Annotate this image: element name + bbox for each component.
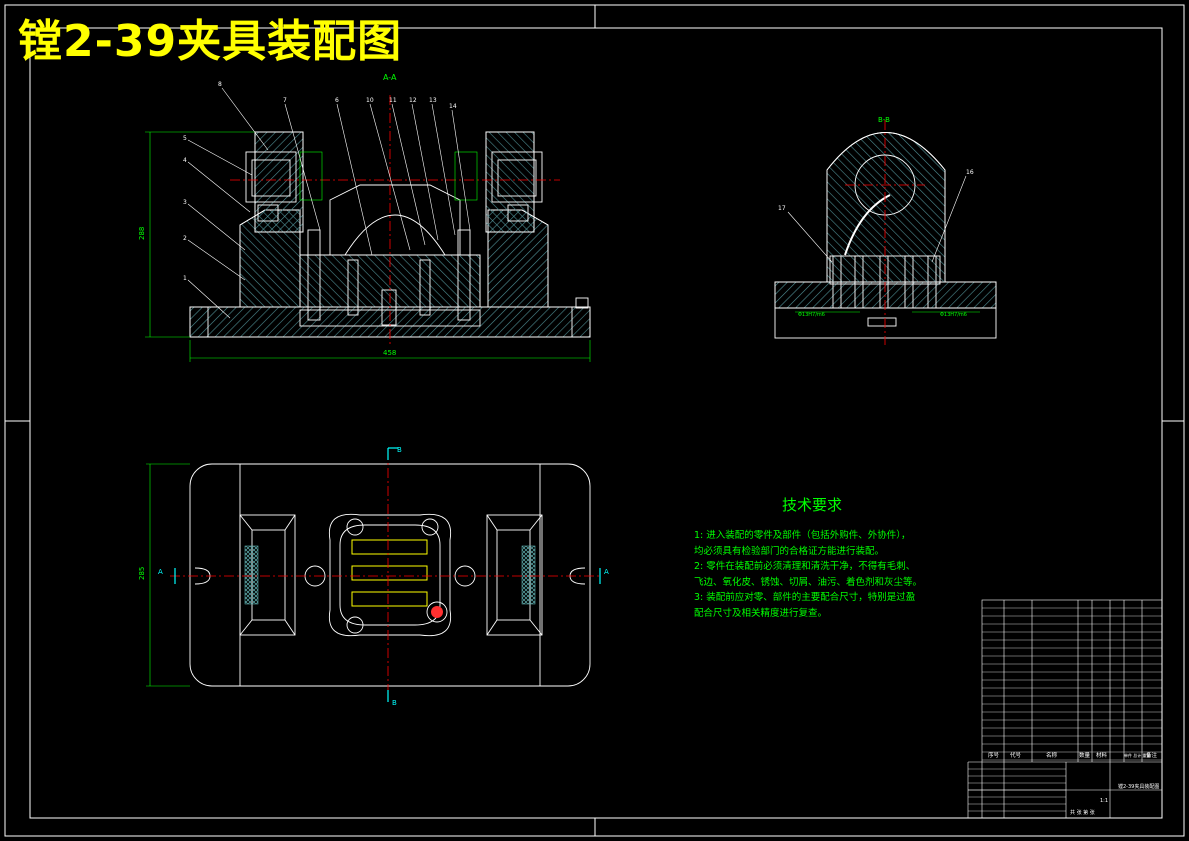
plan-cut-label-b-bottom: B: [392, 699, 397, 707]
title-block-header: 序号 代号 名称 数量 材料 单件 总计 重量 备注: [988, 751, 1158, 759]
requirement-line: 配合尺寸及相关精度进行复查。: [694, 607, 828, 619]
fit-right-label: Φ13H7/m6: [940, 312, 967, 318]
balloon-4: 4: [183, 157, 187, 164]
tb-sheet: 共 张 第 张: [1070, 809, 1095, 816]
balloon-17: 17: [778, 205, 786, 212]
plan-view-centerlines: [170, 450, 600, 700]
technical-requirements-list: 1: 进入装配的零件及部件（包括外购件、外协件）， 均必须具有检验部门的合格证方…: [694, 528, 930, 621]
balloon-13: 13: [429, 97, 437, 104]
section-view-bb: [774, 132, 997, 339]
balloon-8: 8: [218, 81, 222, 88]
section-aa-label: A-A: [383, 73, 397, 82]
requirement-line: 飞边、氧化皮、锈蚀、切屑、油污、着色剂和灰尘等。: [694, 576, 923, 588]
balloon-10: 10: [366, 97, 374, 104]
plan-cut-label-a-left: A: [158, 568, 163, 576]
dim-width-label: 458: [383, 349, 396, 357]
balloon-14: 14: [449, 103, 457, 110]
requirement-line: 2: 零件在装配前必须清理和清洗干净，不得有毛刺、: [694, 561, 916, 572]
technical-requirements-title: 技术要求: [782, 496, 843, 514]
balloon-6: 6: [335, 97, 339, 104]
requirement-line: 3: 装配前应对零、部件的主要配合尺寸，特别是过盈: [694, 592, 916, 603]
section-aa-balloon-labels: 8 7 6 10 11 12 13 14 5 4 3 2 1: [183, 81, 457, 282]
drawing-border: [4, 4, 1185, 837]
requirement-line: 均必须具有检验部门的合格证方能进行装配。: [694, 545, 885, 557]
tb-scale: 1:1: [1100, 798, 1108, 804]
tb-col-name: 名称: [1046, 751, 1058, 759]
tb-col-material: 材料: [1096, 751, 1108, 759]
section-bb-centerlines: [845, 120, 925, 345]
tb-drawing-no: 镗2-39夹具装配图: [1118, 783, 1159, 790]
tb-col-qty: 数量: [1079, 751, 1091, 759]
balloon-3: 3: [183, 199, 187, 206]
tb-col-code: 代号: [1010, 751, 1022, 759]
balloon-11: 11: [389, 97, 397, 104]
balloon-16: 16: [966, 169, 974, 176]
plan-cut-markers: [174, 447, 601, 702]
section-aa-dimensions: [145, 131, 591, 362]
section-bb-label: B-B: [878, 116, 890, 124]
plan-view-details: [244, 539, 536, 618]
balloon-5: 5: [183, 135, 187, 142]
plan-cut-label-a-right: A: [604, 568, 609, 576]
section-bb-leaders: [787, 175, 980, 313]
section-aa-leaders: [187, 87, 471, 319]
drawing-title: 镗2-39夹具装配图: [18, 16, 403, 67]
plan-cut-label-b-top: B: [397, 446, 402, 454]
tb-col-weight: 单件 总计 重量: [1124, 752, 1151, 758]
title-block-rows: [968, 607, 1162, 812]
requirement-line: 1: 进入装配的零件及部件（包括外购件、外协件），: [694, 530, 911, 541]
dim-plan-height-label: 285: [138, 567, 146, 580]
tb-col-remark: 备注: [1146, 751, 1158, 759]
plan-dimension: [146, 463, 190, 687]
section-aa-centerlines: [230, 95, 560, 345]
fit-left-label: Φ13H7/m6: [798, 312, 825, 318]
dim-height-label: 288: [138, 227, 146, 240]
balloon-7: 7: [283, 97, 287, 104]
balloon-1: 1: [183, 275, 187, 282]
balloon-2: 2: [183, 235, 187, 242]
tb-col-no: 序号: [988, 751, 1000, 759]
balloon-12: 12: [409, 97, 417, 104]
